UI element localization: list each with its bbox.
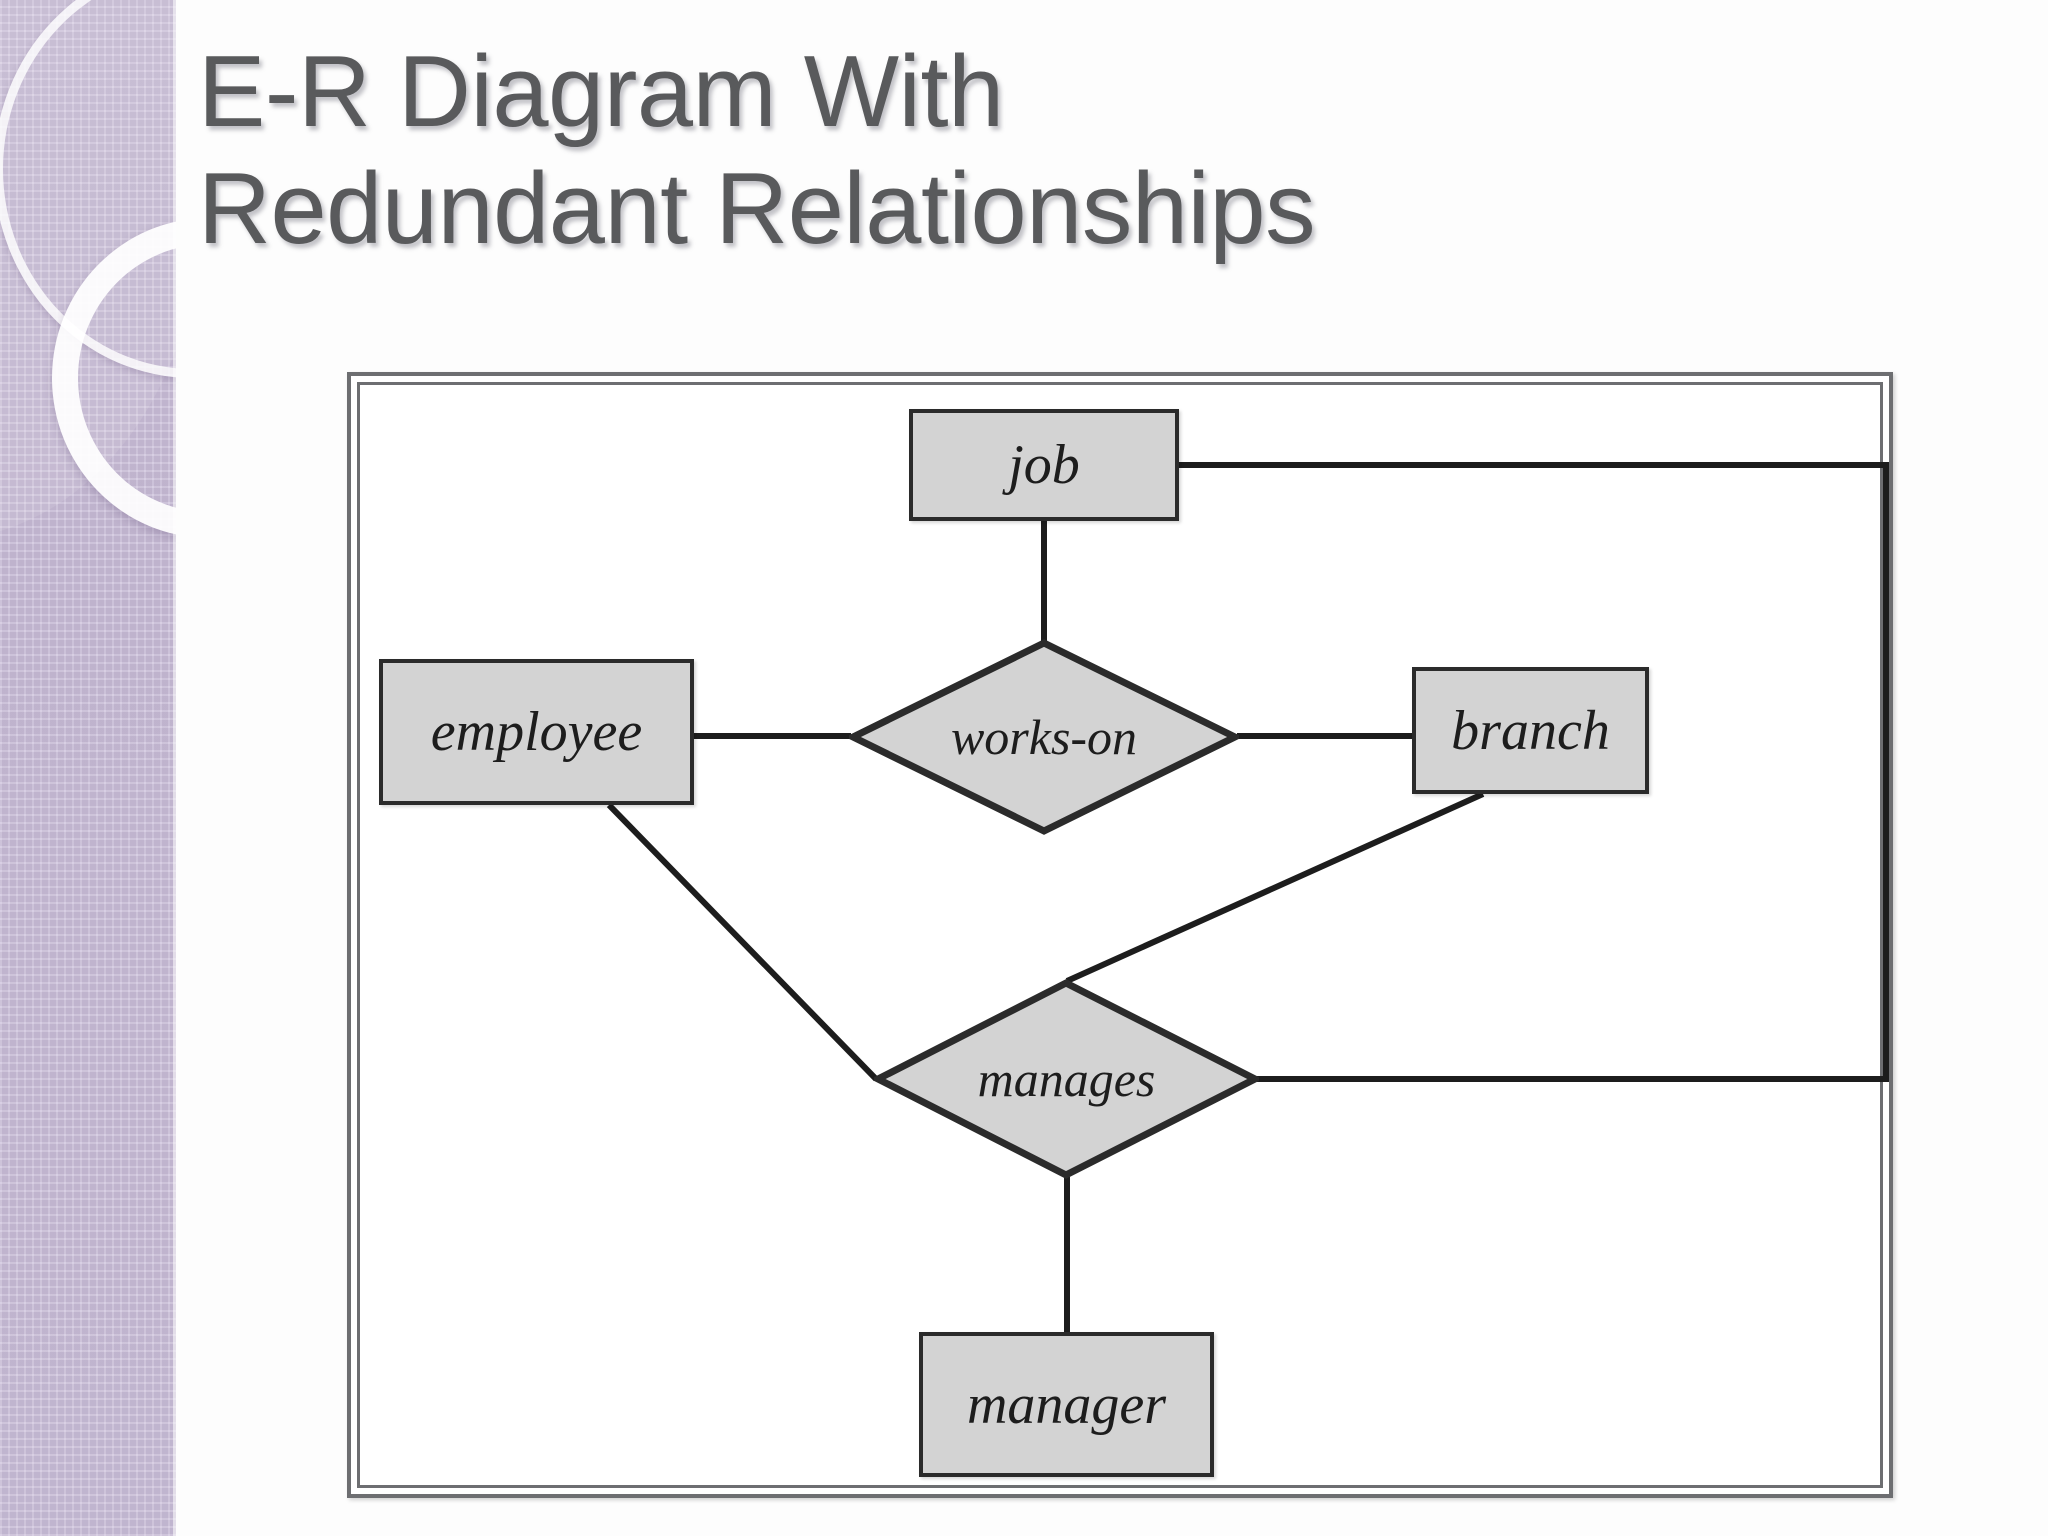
line-job-manages [1179,462,1889,1082]
er-diagram-figure: job employee branch manager works-on [347,372,1893,1498]
line-employee-manages [606,802,879,1082]
decorative-sidebar [0,0,176,1536]
entity-branch[interactable]: branch [1412,667,1649,794]
line-branch-manages [1065,791,1485,984]
diamond-shape-manages [874,979,1259,1179]
page-title: E-R Diagram With Redundant Relationships [198,36,1316,266]
connector-lines [606,462,1889,1334]
entity-job[interactable]: job [909,409,1179,521]
entity-job-label: job [1008,434,1080,496]
figure-inner-border [357,382,1883,1488]
er-diagram-canvas: job employee branch manager works-on [351,376,1889,1494]
entity-employee-label: employee [430,701,643,763]
entity-manager[interactable]: manager [919,1332,1214,1477]
relationship-manages[interactable]: manages [874,979,1259,1179]
entity-branch-label: branch [1451,699,1610,762]
diamond-shape-works-on [849,639,1239,835]
sidebar-edge-highlight [173,0,176,1536]
entity-manager-label: manager [966,1373,1167,1436]
relationship-works-on[interactable]: works-on [849,639,1239,835]
entity-employee[interactable]: employee [379,659,694,805]
